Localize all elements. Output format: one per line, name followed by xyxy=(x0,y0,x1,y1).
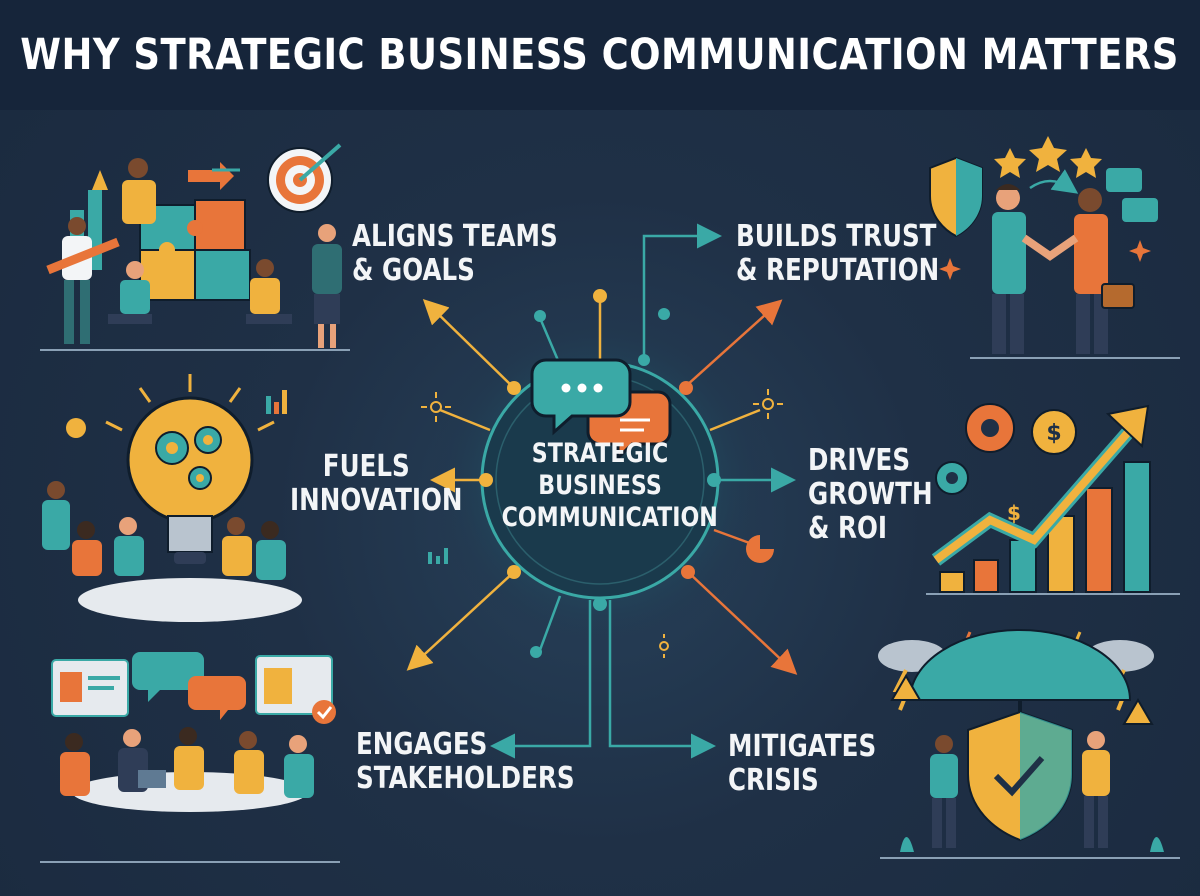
meeting-table-illustration xyxy=(40,652,340,863)
ring-nodes xyxy=(479,289,721,658)
label-drives-growth: DRIVES GROWTH & ROI xyxy=(808,444,933,546)
label-engages-line2: STAKEHOLDERS xyxy=(356,761,575,796)
label-growth-line3: & ROI xyxy=(808,511,888,546)
arrow-trust xyxy=(642,223,722,360)
svg-text:$: $ xyxy=(1007,501,1021,525)
arrow-aligns xyxy=(422,299,515,389)
header-bar: WHY STRATEGIC BUSINESS COMMUNICATION MAT… xyxy=(0,0,1200,110)
label-mitigates-crisis: MITIGATES CRISIS xyxy=(728,730,876,798)
pie-icon xyxy=(746,535,774,563)
label-engages-stakeholders: ENGAGES STAKEHOLDERS xyxy=(356,728,575,796)
puzzle-teamwork-illustration xyxy=(40,143,350,351)
label-innovation-line1: FUELS xyxy=(322,449,410,484)
label-fuels-innovation: FUELS INNOVATION xyxy=(290,450,463,518)
handshake-shield-illustration xyxy=(929,136,1180,359)
growth-chart-illustration: $ $ xyxy=(926,403,1180,595)
sparkles xyxy=(421,389,783,658)
label-innovation-line2: INNOVATION xyxy=(290,483,463,518)
arrow-crisis-2 xyxy=(687,571,798,675)
connector-diagram: $ $ xyxy=(40,136,1180,863)
center-line3: COMMUNICATION xyxy=(501,502,718,533)
page-title: WHY STRATEGIC BUSINESS COMMUNICATION MAT… xyxy=(20,30,1180,80)
svg-text:$: $ xyxy=(1046,421,1061,446)
label-crisis-line2: CRISIS xyxy=(728,763,819,798)
label-aligns-line1: ALIGNS TEAMS xyxy=(352,219,558,254)
label-aligns-teams: ALIGNS TEAMS & GOALS xyxy=(352,220,558,288)
label-engages-line1: ENGAGES xyxy=(356,727,488,762)
arrow-engages-2 xyxy=(490,600,592,759)
label-crisis-line1: MITIGATES xyxy=(728,729,877,764)
mini-bars-icon xyxy=(428,548,448,564)
umbrella-shield-illustration xyxy=(878,629,1180,859)
lightbulb-gears-illustration xyxy=(42,374,302,622)
arrow-trust-2 xyxy=(685,299,783,387)
label-growth-line2: GROWTH xyxy=(808,477,933,512)
center-line1: STRATEGIC xyxy=(531,438,669,469)
center-line2: BUSINESS xyxy=(538,470,662,501)
speech-bubbles-icon xyxy=(530,358,672,462)
label-aligns-line2: & GOALS xyxy=(352,253,475,288)
diagram-canvas: $ $ xyxy=(0,110,1200,896)
label-trust-line1: BUILDS TRUST xyxy=(736,219,937,254)
label-builds-trust: BUILDS TRUST & REPUTATION xyxy=(736,220,939,288)
label-trust-line2: & REPUTATION xyxy=(736,253,940,288)
lightbulb-node-icon xyxy=(658,308,670,320)
arrow-crisis xyxy=(608,600,716,759)
arrow-engages xyxy=(406,571,515,671)
label-growth-line1: DRIVES xyxy=(808,443,911,478)
center-hub-label: STRATEGIC BUSINESS COMMUNICATION xyxy=(480,438,720,534)
